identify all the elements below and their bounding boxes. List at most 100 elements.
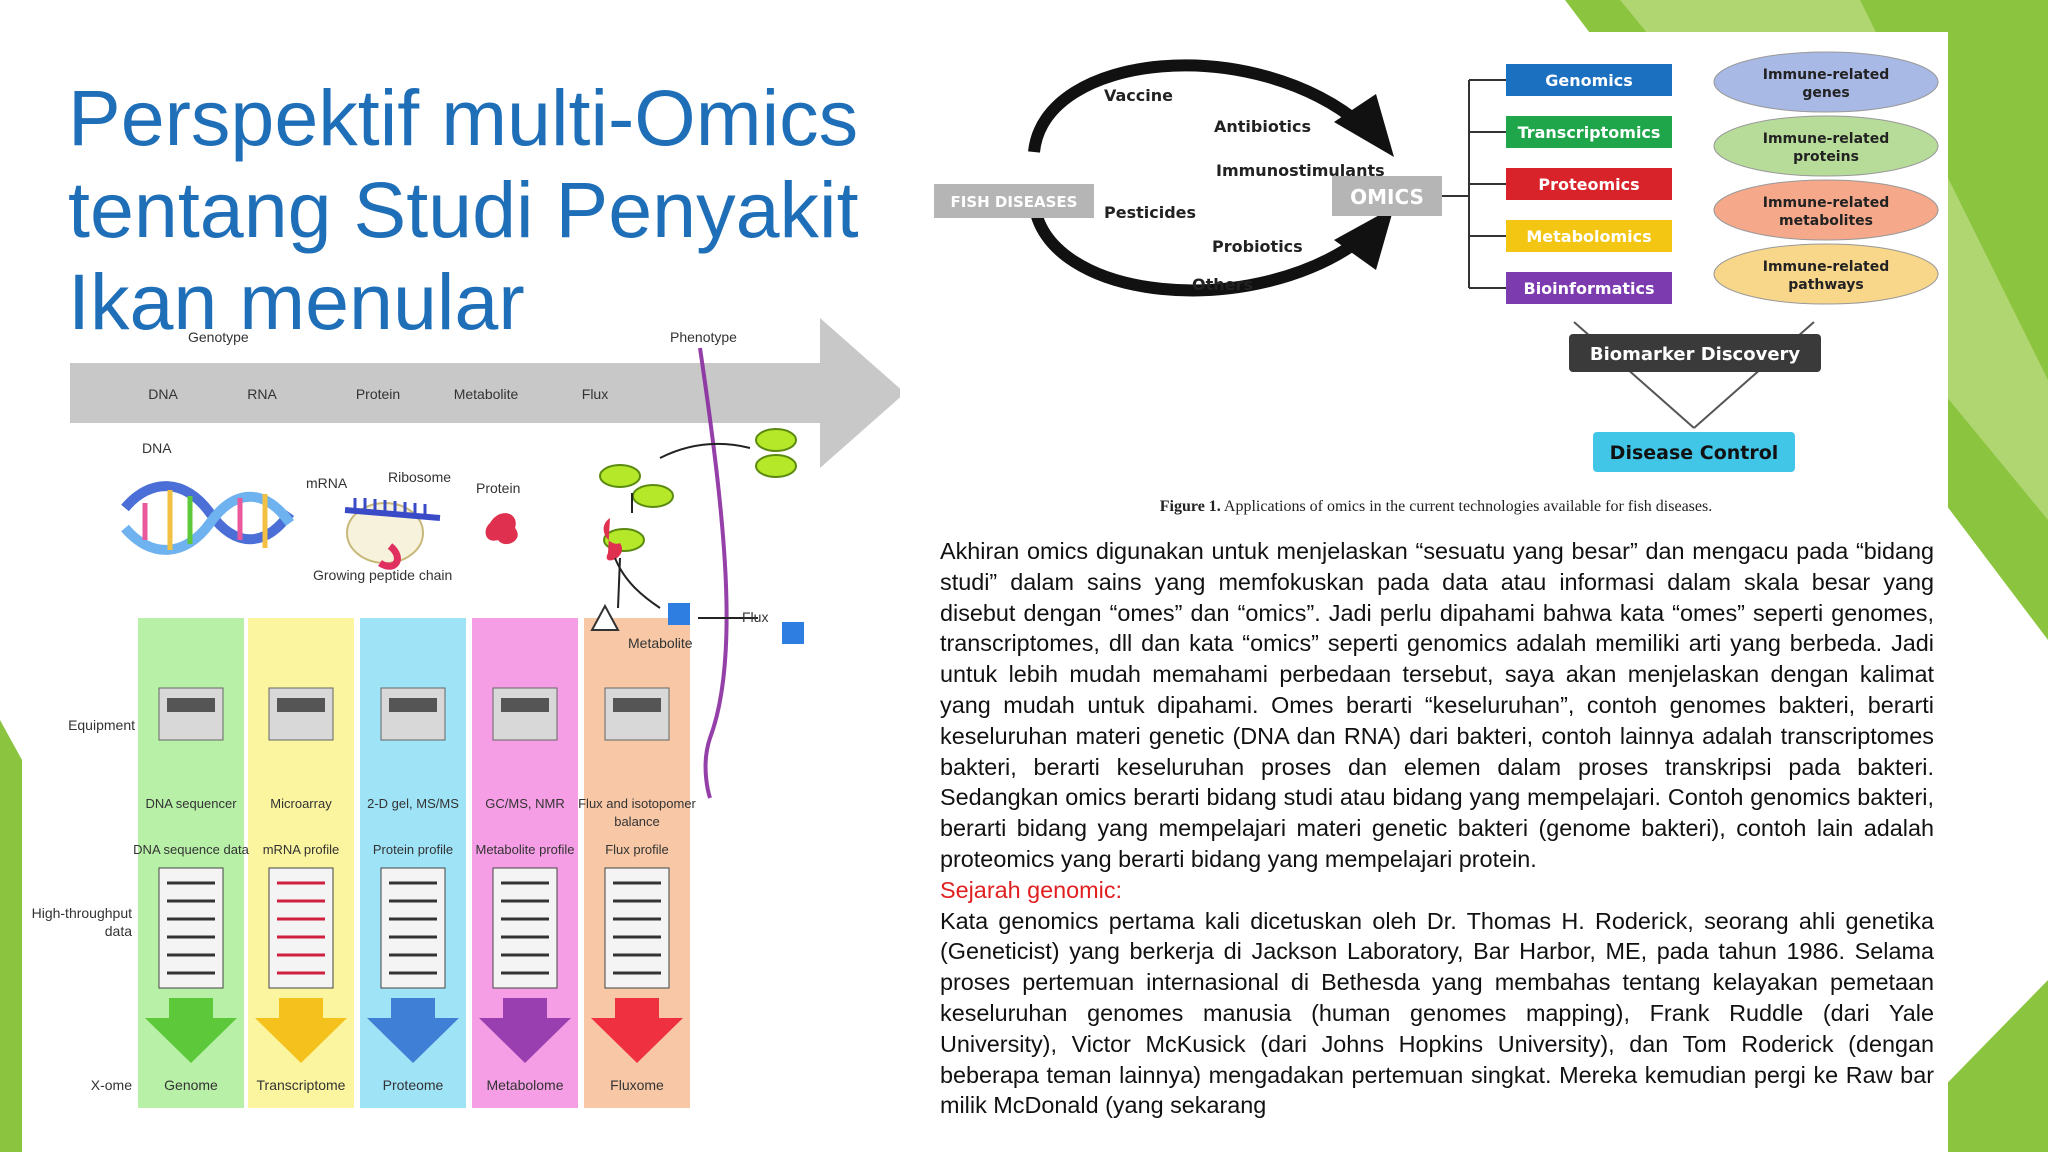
down-arrow [145, 998, 237, 1063]
metabolite-network [590, 428, 804, 644]
data-type-label: Metabolite profile [476, 842, 575, 857]
metabolite-label: Metabolite [628, 635, 693, 651]
xome-label: Transcriptome [257, 1077, 346, 1093]
genotype-label: Genotype [188, 329, 249, 345]
protein-diagram-label: Protein [476, 480, 520, 496]
arrow-level-label: Metabolite [454, 386, 519, 402]
caption-text: Applications of omics in the current tec… [1220, 498, 1713, 515]
ribosome-label: Ribosome [388, 469, 451, 485]
dna-helix-icon [121, 481, 295, 555]
data-image [158, 867, 224, 989]
omics-type-label: Genomics [1545, 71, 1633, 90]
slide-title: Perspektif multi-Omics tentang Studi Pen… [68, 72, 868, 348]
equipment-photo [492, 687, 558, 741]
equipment-label: Flux and isotopomer [578, 796, 696, 811]
equipment-label: DNA sequencer [145, 796, 237, 811]
fish-diseases-label: FISH DISEASES [951, 193, 1078, 211]
body-text: Akhiran omics digunakan untuk menjelaska… [940, 536, 1934, 1121]
arrow-level-label: Flux [582, 386, 608, 402]
omics-type-label: Metabolomics [1526, 227, 1651, 246]
fish-diseases-box [934, 184, 1094, 218]
fish-disease-omics-figure: FISH DISEASES VaccineAntibioticsImmunost… [934, 51, 1939, 472]
xome-label: Metabolome [486, 1077, 563, 1093]
lower-arc-arrow [1028, 201, 1368, 297]
biomarker-box [1569, 334, 1821, 372]
title-line-3: Ikan menular [68, 257, 525, 346]
immune-related-ellipses: Immune-relatedgenesImmune-relatedprotein… [1713, 51, 1939, 305]
figure-caption: Figure 1. Applications of omics in the c… [924, 498, 1948, 516]
omics-type-box [1506, 168, 1672, 200]
flux-label: Flux [742, 609, 768, 625]
equipment-label: Microarray [270, 796, 332, 811]
data-type-label: mRNA profile [263, 842, 340, 857]
immune-ellipse [1713, 51, 1939, 113]
data-image [604, 867, 670, 989]
upper-arc-arrow [1028, 59, 1368, 153]
equipment-photo [604, 687, 670, 741]
omics-type-label: Bioinformatics [1524, 279, 1655, 298]
arrow-level-label: RNA [247, 386, 277, 402]
equipment-photo [380, 687, 446, 741]
ribosome-icon [344, 498, 441, 570]
equipment-photo [268, 687, 334, 741]
equipment-detail [501, 698, 549, 712]
equipment-detail [167, 698, 215, 712]
equipment-label: GC/MS, NMR [485, 796, 564, 811]
protein-blob-icon [485, 513, 518, 545]
paragraph-2: Kata genomics pertama kali dicetuskan ol… [940, 907, 1934, 1119]
immune-label-line-1: Immune-related [1763, 67, 1889, 83]
section-heading: Sejarah genomic: [940, 876, 1123, 903]
omics-type-label: Transcriptomics [1518, 123, 1661, 142]
immune-label-line-1: Immune-related [1763, 195, 1889, 211]
equipment-label-2: balance [614, 814, 660, 829]
intervention-label: Probiotics [1212, 237, 1303, 256]
mrna-label: mRNA [306, 475, 348, 491]
intervention-label: Immunostimulants [1216, 161, 1385, 180]
immune-label-line-2: pathways [1788, 277, 1864, 293]
intervention-label: Pesticides [1104, 203, 1196, 222]
intervention-labels: VaccineAntibioticsImmunostimulantsPestic… [1104, 86, 1385, 294]
caption-label: Figure 1. [1159, 498, 1221, 515]
omics-box [1332, 176, 1442, 216]
upper-arc-arrowhead [1334, 94, 1394, 157]
arrow-level-label: DNA [148, 386, 178, 402]
disease-control-label: Disease Control [1610, 442, 1779, 464]
column-upper-fade [278, 448, 324, 618]
down-arrow [367, 998, 459, 1063]
equipment-row-label: Equipment [68, 717, 135, 733]
paragraph-1: Akhiran omics digunakan untuk menjelaska… [940, 538, 1934, 872]
data-type-label: DNA sequence data [133, 842, 249, 857]
omics-type-box [1506, 64, 1672, 96]
omics-bracket [1442, 79, 1506, 289]
omics-label: OMICS [1350, 185, 1424, 209]
data-image [492, 867, 558, 989]
intervention-label: Vaccine [1104, 86, 1173, 105]
intervention-label: Antibiotics [1214, 117, 1311, 136]
immune-ellipse [1713, 243, 1939, 305]
dna-diagram-label: DNA [142, 440, 172, 456]
phenotype-label: Phenotype [670, 329, 737, 345]
intervention-label: Others [1192, 275, 1253, 294]
growing-chain-label: Growing peptide chain [313, 567, 452, 583]
equipment-photo [158, 687, 224, 741]
xome-row-label: X-ome [91, 1077, 132, 1093]
high-throughput-label: High-throughput [32, 905, 133, 921]
equipment-detail [613, 698, 661, 712]
disease-control-box [1593, 432, 1795, 472]
xome-label: Proteome [383, 1077, 444, 1093]
omics-type-box [1506, 272, 1672, 304]
omics-type-box [1506, 220, 1672, 252]
immune-label-line-1: Immune-related [1763, 131, 1889, 147]
biomarker-label: Biomarker Discovery [1590, 344, 1801, 365]
immune-label-line-2: genes [1802, 85, 1849, 101]
equipment-label: 2-D gel, MS/MS [367, 796, 459, 811]
data-image [268, 867, 334, 989]
green-left-shape [0, 720, 22, 1152]
title-line-1: Perspektif multi-Omics [68, 73, 859, 162]
data-label: data [105, 923, 132, 939]
equipment-detail [277, 698, 325, 712]
